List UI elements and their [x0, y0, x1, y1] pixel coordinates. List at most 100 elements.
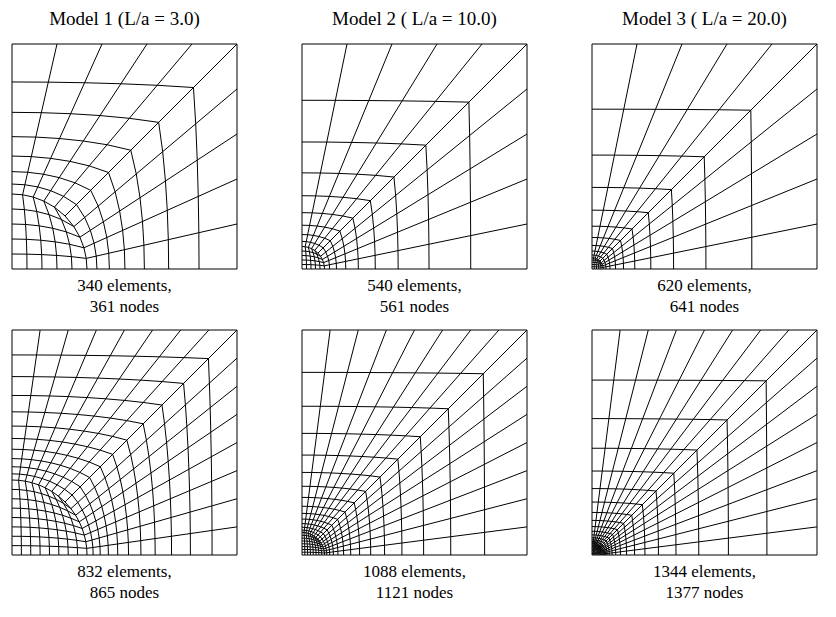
mesh-line [302, 524, 333, 555]
mesh-line [602, 414, 817, 550]
mesh-line [12, 412, 155, 555]
mesh-line [302, 513, 344, 555]
mesh-line [305, 44, 347, 247]
mesh-plot [592, 44, 817, 269]
mesh-line [32, 330, 96, 483]
mesh-line [592, 258, 593, 269]
mesh-line [12, 467, 100, 555]
mesh-line [302, 213, 358, 269]
mesh-line [52, 330, 181, 491]
mesh-size-caption: 340 elements, 361 nodes [66, 275, 184, 317]
mesh-line [602, 134, 817, 264]
mesh-line [592, 448, 699, 555]
mesh-line [592, 489, 658, 555]
mesh-line [12, 209, 74, 227]
mesh-line [302, 269, 325, 270]
mesh-line [325, 555, 528, 556]
mesh-line [592, 245, 616, 269]
mesh-line [12, 449, 118, 555]
mesh-line [603, 471, 817, 552]
mesh-line [12, 44, 237, 269]
mesh-line [302, 225, 346, 269]
mesh-line [310, 330, 415, 534]
mesh-line [592, 520, 627, 555]
mesh-line [25, 330, 68, 481]
mesh-line [302, 235, 336, 269]
mesh-line [12, 156, 125, 269]
mesh-line [603, 527, 817, 554]
mesh-line [302, 527, 330, 555]
mesh-line [312, 44, 437, 249]
mesh-plot [12, 44, 237, 269]
mesh-line [598, 330, 761, 545]
mesh-line [12, 330, 13, 480]
mesh-line [592, 237, 624, 269]
mesh-line [321, 89, 527, 256]
mesh-line [12, 112, 169, 269]
mesh-line [596, 330, 705, 544]
mesh-line [12, 377, 190, 555]
mesh-line [82, 443, 237, 529]
mesh-line [12, 82, 199, 269]
mesh-plot [592, 330, 817, 555]
mesh-line [601, 358, 817, 548]
mesh-line [302, 330, 527, 555]
mesh-line [12, 239, 84, 248]
mesh-line [302, 44, 527, 269]
mesh-size-caption: 1088 elements, 1121 nodes [356, 561, 474, 603]
mesh-line [302, 247, 303, 270]
mesh-line [603, 179, 817, 266]
mesh-line [302, 44, 303, 247]
mesh-line [603, 499, 817, 553]
mesh-line [54, 207, 72, 269]
mesh-line [305, 247, 306, 269]
mesh-line [12, 254, 86, 258]
mesh-line [593, 330, 620, 544]
mesh-line [12, 137, 144, 269]
mesh-line [592, 330, 817, 555]
mesh-line [302, 519, 338, 555]
mesh-line [324, 224, 527, 266]
mesh-line [598, 44, 772, 260]
mesh-plot [12, 330, 237, 555]
mesh-line [302, 100, 471, 269]
mesh-size-caption: 1344 elements, 1377 nodes [646, 561, 764, 603]
mesh-line [12, 480, 65, 502]
mesh-line [302, 455, 402, 555]
mesh-line [315, 44, 482, 250]
mesh-line [600, 330, 817, 547]
mesh-line [39, 330, 125, 485]
mesh-line [603, 224, 817, 267]
mesh-line [12, 395, 172, 555]
mesh-line [12, 194, 13, 269]
mesh-line [592, 44, 817, 269]
mesh-line [302, 241, 330, 269]
mesh-line [44, 201, 57, 269]
mesh-line [302, 196, 375, 269]
mesh-line [12, 330, 237, 555]
mesh-line [19, 330, 40, 480]
mesh-line [593, 258, 595, 269]
mesh-line [592, 226, 635, 269]
mesh-line [592, 255, 606, 269]
mesh-line [12, 355, 212, 555]
mesh-line [302, 173, 398, 269]
mesh-line [314, 330, 471, 536]
mesh-line [597, 44, 727, 259]
mesh-line [65, 502, 87, 555]
mesh-line [592, 330, 593, 544]
mesh-line [594, 44, 637, 258]
mesh-line [592, 266, 603, 268]
mesh-line [12, 438, 129, 555]
mesh-line [12, 194, 65, 216]
mesh-line [12, 172, 109, 269]
mesh-line [302, 265, 324, 266]
mesh-line [592, 210, 651, 269]
mesh-line [592, 535, 612, 555]
mesh-line [12, 269, 87, 270]
mesh-line [12, 426, 141, 555]
mesh-line [325, 269, 528, 270]
mesh-line [302, 260, 324, 263]
mesh-line [302, 506, 351, 555]
mesh-line [308, 44, 392, 247]
